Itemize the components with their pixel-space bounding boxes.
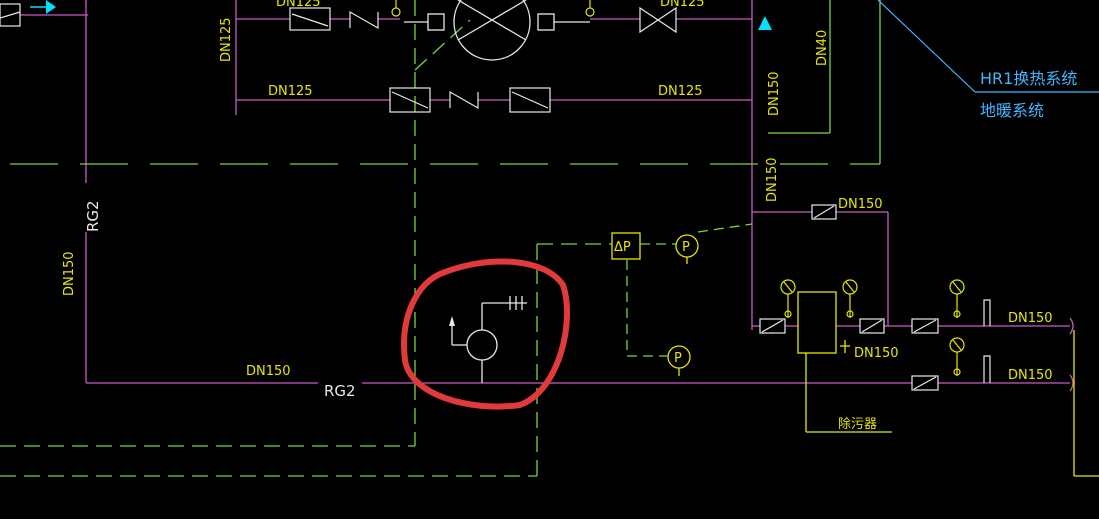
dp-box [611, 232, 641, 260]
label-dn125-mid-right: DN125 [658, 84, 703, 99]
gauge-p-icon [667, 234, 699, 376]
pump-icon [404, 0, 590, 61]
label-dn150-left-vertical: DN150 [62, 251, 77, 296]
expansion-equipment [451, 296, 527, 383]
dp-box-label: ΔP [614, 240, 631, 255]
label-dn150-out-1: DN150 [1008, 311, 1053, 326]
label-dn150-right-branch: DN150 [838, 197, 883, 212]
label-dn150-filter: DN150 [854, 346, 899, 361]
flow-arrow-icon-up [758, 16, 772, 30]
magenta-pipes [20, 0, 1074, 392]
thermometer-icon [983, 299, 991, 383]
gauge-p2-label: P [674, 351, 682, 366]
label-dn150-bottom: DN150 [246, 364, 291, 379]
label-dn125-top: DN125 [276, 0, 321, 10]
green-pipes [0, 0, 881, 477]
flow-arrow-icon [46, 0, 56, 14]
flow-arrow-small [449, 316, 455, 326]
dirt-separator [797, 291, 850, 354]
pressure-gauge-icon [391, 0, 965, 376]
label-rg2-horizontal: RG2 [324, 382, 356, 400]
yellow-lines [805, 330, 1099, 477]
label-dn150-vertical-b: DN150 [765, 157, 780, 202]
label-dn150-vertical-a: DN150 [767, 71, 782, 116]
label-dirt-separator: 除污器 [838, 417, 877, 432]
gauge-p1-label: P [682, 240, 690, 255]
label-rg2-vertical: RG2 [84, 200, 102, 232]
valves [0, 3, 939, 391]
system-leader [877, 0, 1099, 93]
label-dn125-right-top: DN125 [660, 0, 705, 10]
label-dn125-mid-left: DN125 [268, 84, 313, 99]
label-dn125-vertical: DN125 [219, 17, 234, 62]
label-system-hr1: HR1换热系统 [980, 69, 1077, 88]
label-system-floor: 地暖系统 [980, 101, 1044, 120]
label-dn150-out-2: DN150 [1008, 368, 1053, 383]
red-annotation-circle [401, 258, 571, 410]
label-dn40-vertical: DN40 [815, 30, 830, 66]
